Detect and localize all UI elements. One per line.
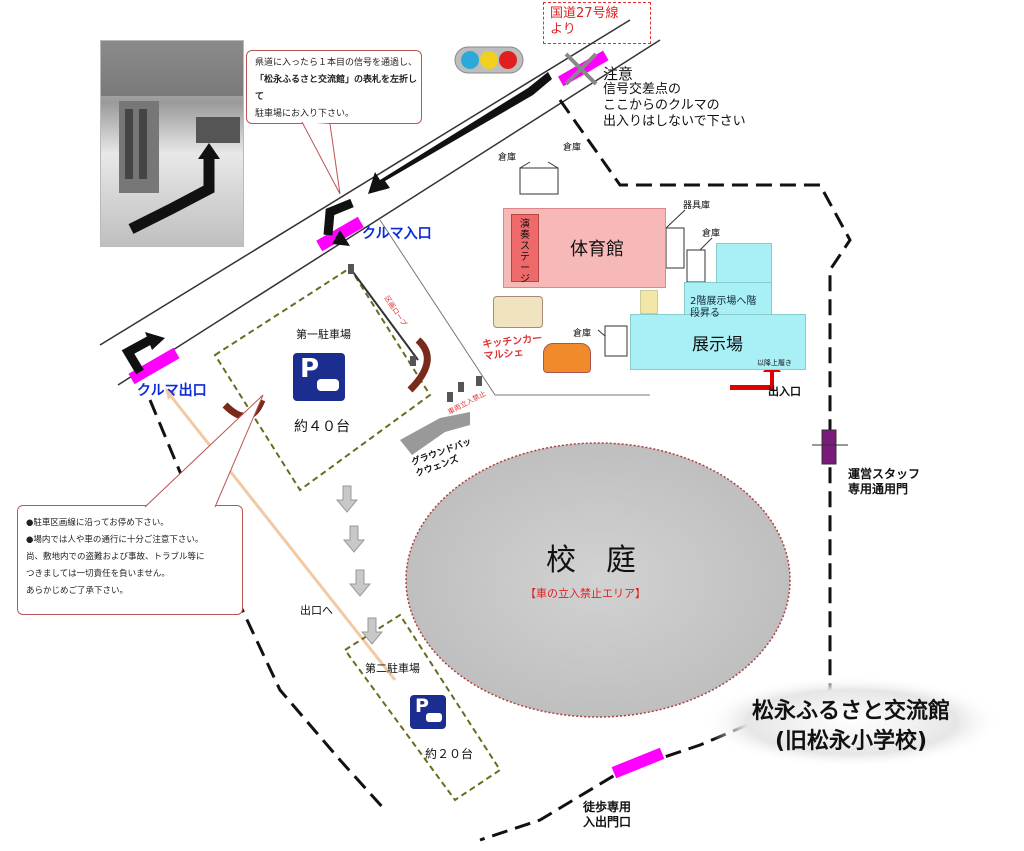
gymnasium-label: 体育館	[570, 239, 624, 260]
circulation-arrow-2	[407, 337, 431, 393]
caution-title: 注意	[603, 65, 634, 83]
exhibition-corridor	[640, 290, 658, 314]
schoolyard-label: 校 庭	[546, 543, 636, 578]
schoolyard-note: 【車の立入禁止エリア】	[525, 587, 646, 600]
exhibition-entrance-label: 出入口	[768, 385, 801, 398]
exit-walkway	[168, 394, 397, 681]
no-entry-x-icon	[557, 50, 609, 87]
venue-name: 松永ふるさと交流館 (旧松永小学校)	[736, 697, 966, 757]
exhibition-hall	[630, 314, 806, 370]
callout-line-1: 県道に入ったら１本目の信号を通過し、	[255, 58, 418, 68]
to-exit-label: 出口へ	[300, 604, 333, 617]
car-exit-label: クルマ出口	[137, 383, 207, 399]
parking-1-title: 第一駐車場	[296, 328, 351, 341]
entrance-photo	[100, 40, 244, 247]
traffic-signal-icon	[454, 46, 524, 74]
route-sign-line2: より	[550, 22, 576, 37]
walk-gate-line2: 入出門口	[583, 815, 632, 829]
callout-line-2: 「松永ふるさと交流館」の表札を左折して	[255, 75, 418, 102]
warehouse-label-2: 倉庫	[563, 143, 582, 153]
route-sign-line1: 国道27号線	[550, 6, 619, 21]
road-direction-arrow	[368, 72, 552, 194]
rule-line-2: ●場内では人や車の通行に十分ご注意下さい。	[26, 535, 204, 545]
schoolyard	[405, 442, 791, 718]
parking-1-count: 約４０台	[294, 419, 350, 435]
ground-backin-arrow	[400, 412, 470, 455]
caution-note: 注意 信号交差点の ここからのクルマの 出入りはしないで下さい	[603, 66, 746, 130]
parking-lot-1	[213, 266, 432, 492]
caution-line-1: 信号交差点の	[603, 82, 682, 97]
flow-arrows	[335, 485, 384, 645]
exhibition-wing	[684, 282, 772, 318]
stage-label: 演奏ステージ	[520, 219, 530, 285]
parking-2-count: 約２０台	[425, 747, 474, 761]
warehouse-label-3: 倉庫	[702, 229, 721, 239]
warehouse-label-1: 倉庫	[498, 153, 517, 163]
walk-gate-label: 徒歩専用 入出門口	[583, 800, 631, 830]
tool-storage-label: 器具庫	[683, 201, 711, 211]
caution-line-3: 出入りはしないで下さい	[603, 114, 746, 129]
main-road	[99, 19, 661, 386]
rule-line-1: ●駐車区画線に沿ってお停め下さい。	[26, 518, 169, 528]
food-truck-icon	[493, 296, 543, 328]
warehouses	[519, 167, 706, 357]
staff-gate-label: 運営スタッフ 専用通用門	[848, 467, 920, 497]
parking-2-sign-icon: P	[410, 695, 446, 729]
parking-1-sign-icon: P	[293, 353, 345, 401]
callout-line-3: 駐車場にお入り下さい。	[255, 109, 355, 119]
staff-gate-line1: 運営スタッフ	[848, 467, 921, 481]
indoor-shoes-label: 以降上履き	[757, 359, 792, 367]
stage: 演奏ステージ	[511, 214, 539, 285]
parking-rules-callout: ●駐車区画線に沿ってお停め下さい。 ●場内では人や車の通行に十分ご注意下さい。 …	[17, 505, 243, 615]
exhibition-annex	[716, 243, 772, 283]
exhibition-label: 展示場	[692, 335, 743, 355]
venue-name-line1: 松永ふるさと交流館	[751, 699, 950, 724]
staff-gate-line2: 専用通用門	[848, 482, 909, 496]
car-exit-marker	[121, 332, 180, 385]
car-entrance-marker	[316, 198, 364, 252]
rule-line-4: つきましては一切責任を負いません。	[26, 569, 170, 579]
venue-name-line2: (旧松永小学校)	[774, 729, 928, 754]
walk-gate-marker	[611, 747, 665, 779]
warehouse-label-4: 倉庫	[573, 329, 592, 339]
caution-line-2: ここからのクルマの	[603, 98, 720, 113]
rule-line-3: 尚、敷地内での盗難および事故、トラブル等に	[26, 552, 205, 562]
rule-line-5: あらかじめご了承下さい。	[26, 586, 129, 596]
parking-lot-2	[343, 613, 502, 802]
van-icon	[543, 343, 591, 373]
car-entrance-label: クルマ入口	[362, 226, 432, 242]
staff-gate-marker	[821, 429, 837, 465]
parking-2-title: 第二駐車場	[365, 662, 420, 675]
route-sign: 国道27号線 より	[543, 2, 651, 44]
walk-gate-line1: 徒歩専用	[583, 800, 632, 814]
entry-instruction-callout: 県道に入ったら１本目の信号を通過し、 「松永ふるさと交流館」の表札を左折して 駐…	[246, 50, 422, 124]
stairs-label: 2階展示場へ階段昇る	[690, 296, 757, 319]
